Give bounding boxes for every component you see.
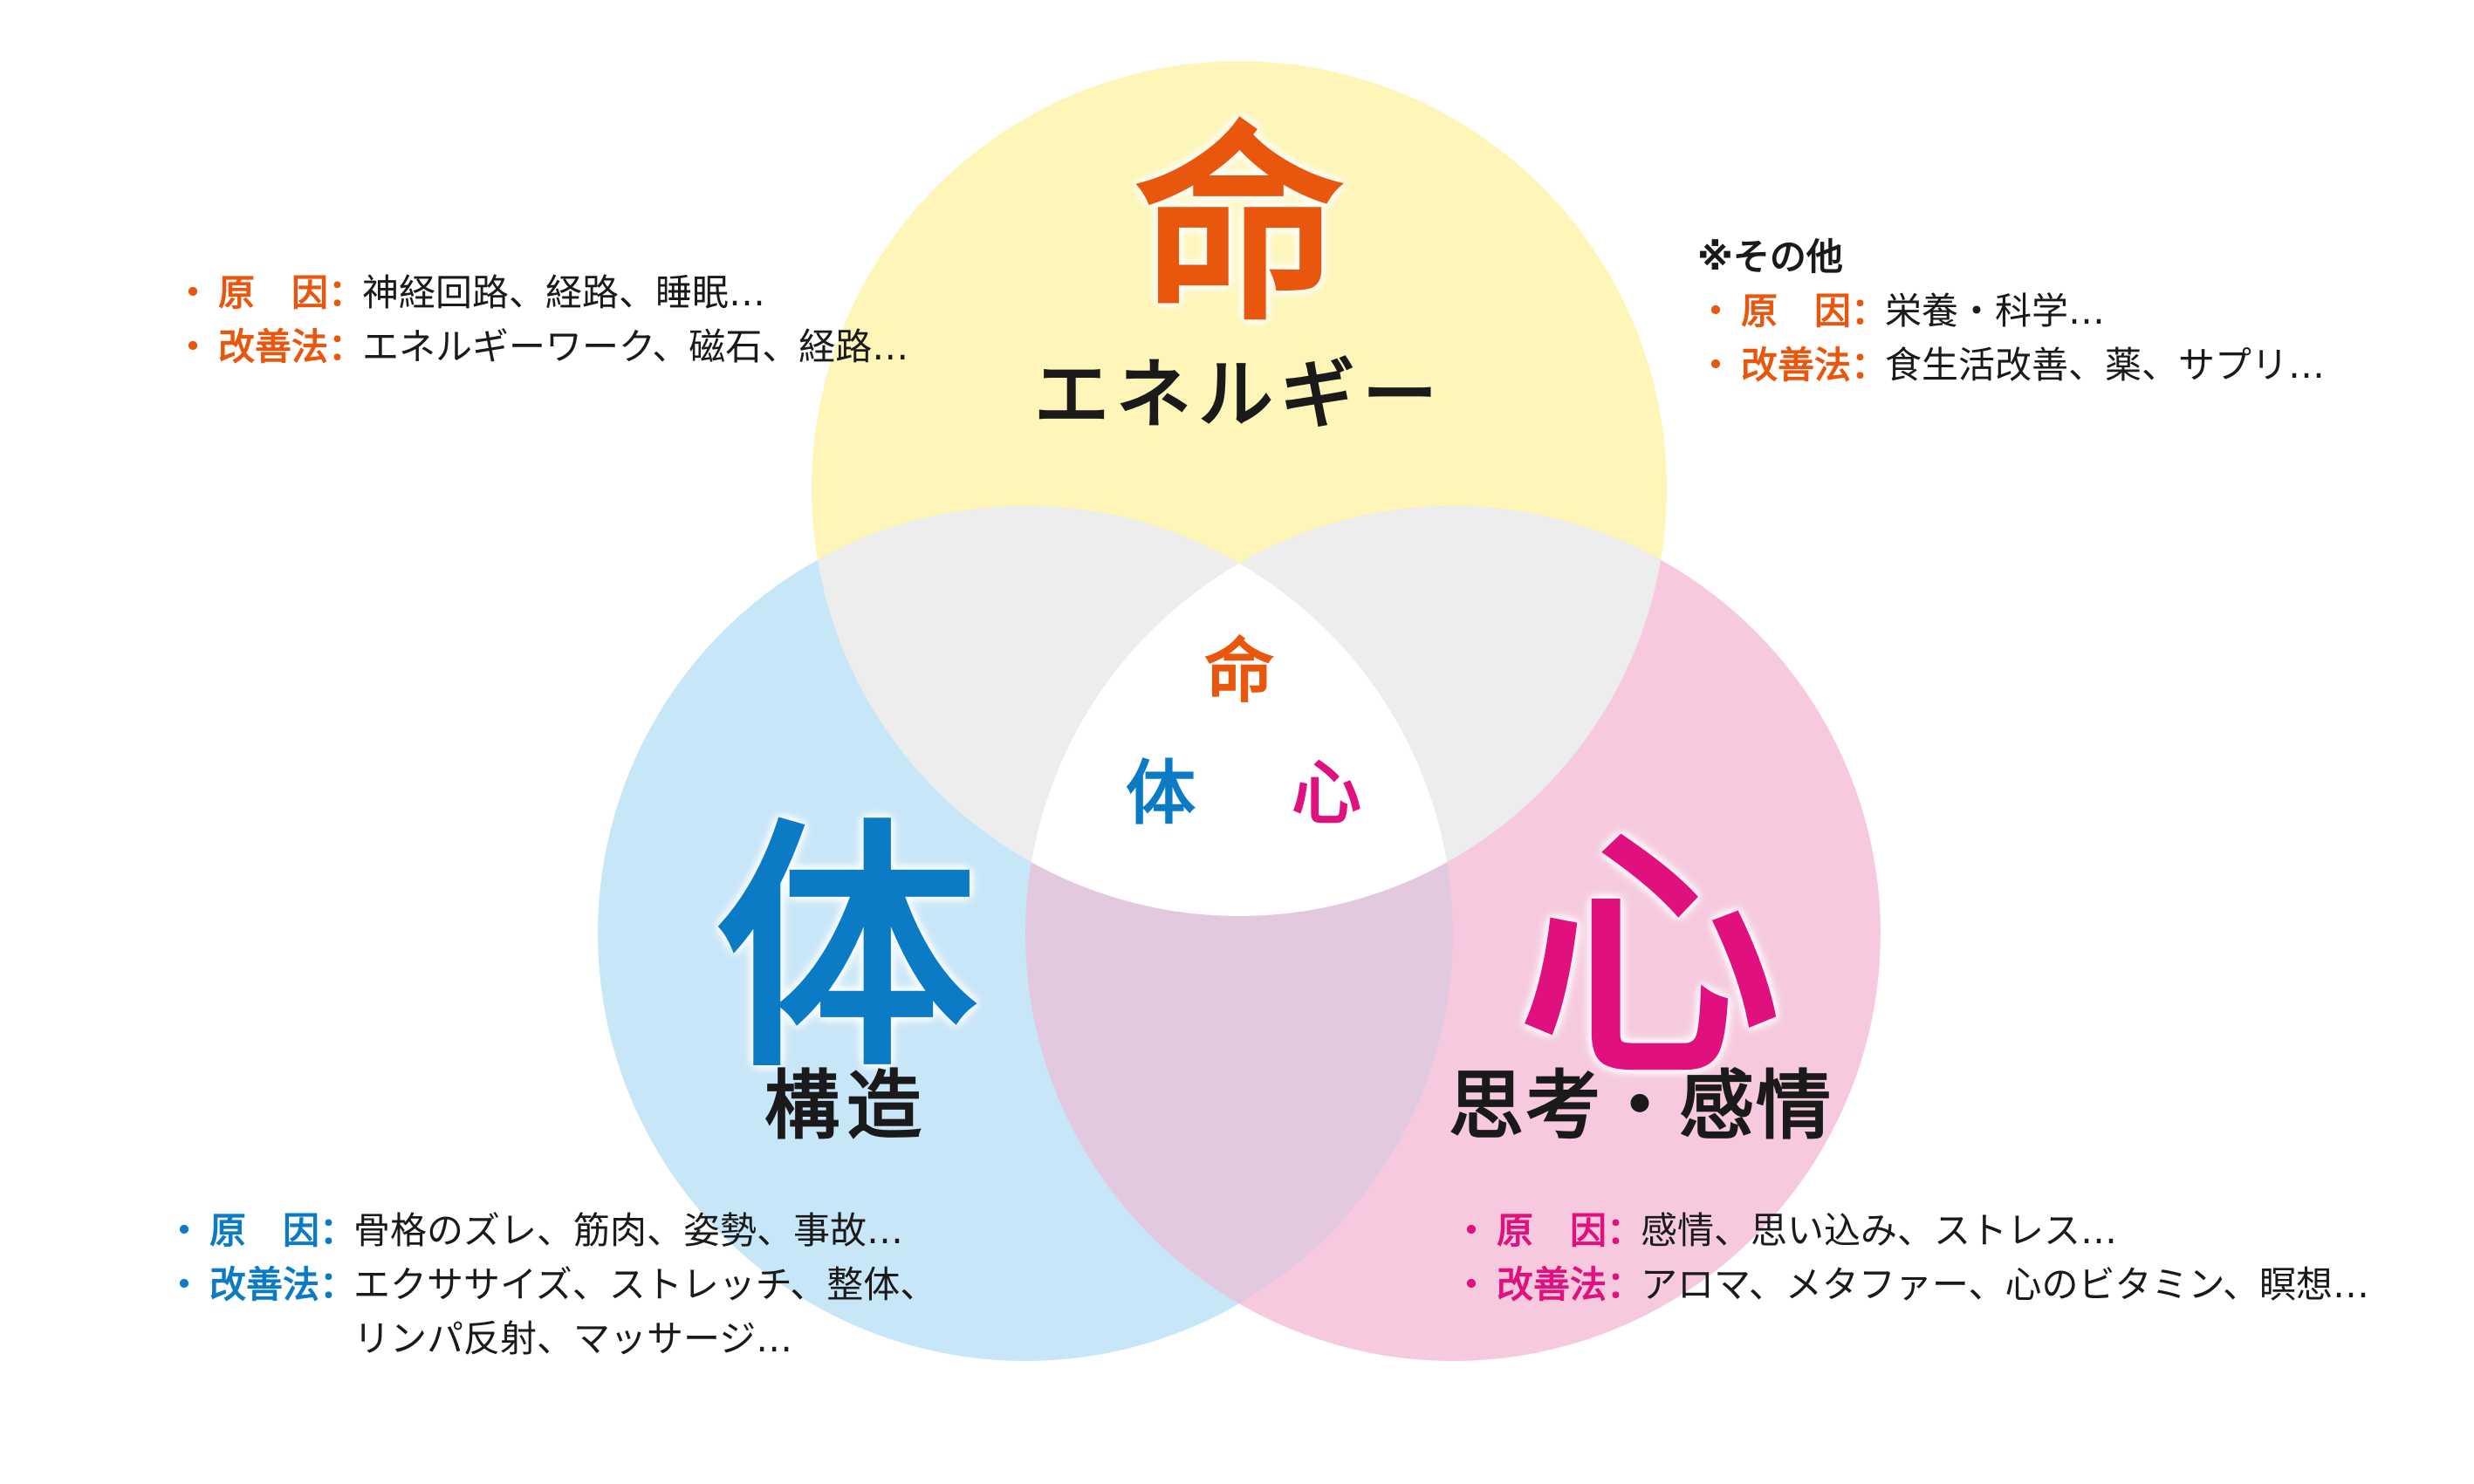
subheading-karada: 構造 (764, 1063, 929, 1150)
note-other: ※その他 ・原 因： 栄養・科学… ・改善法： 食生活改善、薬、サプリ… (1697, 230, 2325, 393)
note-kokoro: ・原 因： 感情、思い込み、ストレス… ・改善法： アロマ、メタファー、心のビタ… (1453, 1204, 2369, 1312)
note-karada-cause: 骨格のズレ、筋肉、姿勢、事故… (353, 1209, 904, 1252)
note-inochi-cause: 神経回路、経路、睡眠… (362, 271, 766, 314)
note-karada-cause-label: ・原 因： (166, 1209, 357, 1252)
note-inochi-method-label: ・改善法： (175, 325, 366, 368)
note-inochi-cause-label: ・原 因： (175, 271, 366, 314)
note-karada-method: エクササイズ、ストレッチ、整体、 (353, 1263, 937, 1306)
note-karada: ・原 因： 骨格のズレ、筋肉、姿勢、事故… ・改善法： エクササイズ、ストレッチ… (166, 1204, 936, 1366)
note-kokoro-cause-label: ・原 因： (1453, 1209, 1644, 1252)
subheading-kokoro: 思考・感情 (1449, 1063, 1833, 1150)
note-inochi-cause-row: ・原 因： 神経回路、経路、睡眠… (175, 266, 908, 320)
note-other-cause-row: ・原 因： 栄養・科学… (1697, 284, 2325, 339)
subheading-inochi: エネルギー (1034, 352, 1444, 439)
center-label-inochi: 命 (1204, 631, 1274, 712)
note-inochi-method-row: ・改善法： エネルギーワーク、磁石、経路… (175, 320, 908, 374)
note-karada-cause-row: ・原 因： 骨格のズレ、筋肉、姿勢、事故… (166, 1204, 936, 1258)
note-other-method-label: ・改善法： (1697, 344, 1888, 386)
note-kokoro-cause: 感情、思い込み、ストレス… (1641, 1209, 2118, 1252)
note-other-method: 食生活改善、薬、サプリ… (1885, 344, 2326, 386)
heading-karada: 体 (716, 798, 977, 1103)
note-inochi: ・原 因： 神経回路、経路、睡眠… ・改善法： エネルギーワーク、磁石、経路… (175, 266, 908, 374)
note-karada-method-label: ・改善法： (166, 1263, 357, 1306)
note-other-cause: 栄養・科学… (1885, 290, 2106, 332)
center-label-karada: 体 (1126, 753, 1196, 834)
note-other-heading: ※その他 (1697, 236, 1843, 278)
heading-kokoro: 心 (1518, 807, 1780, 1111)
note-kokoro-cause-row: ・原 因： 感情、思い込み、ストレス… (1453, 1204, 2369, 1258)
note-inochi-method: エネルギーワーク、磁石、経路… (362, 325, 909, 368)
note-kokoro-method: アロマ、メタファー、心のビタミン、瞑想… (1641, 1263, 2369, 1306)
heading-inochi: 命 (1134, 105, 1344, 349)
note-kokoro-method-row: ・改善法： アロマ、メタファー、心のビタミン、瞑想… (1453, 1258, 2369, 1312)
note-kokoro-method-label: ・改善法： (1453, 1263, 1644, 1306)
note-other-method-row: ・改善法： 食生活改善、薬、サプリ… (1697, 339, 2325, 393)
overlap-center (1025, 506, 1453, 916)
note-karada-method-row: ・改善法： エクササイズ、ストレッチ、整体、 (166, 1258, 936, 1312)
note-other-cause-label: ・原 因： (1697, 290, 1888, 332)
note-karada-method-continued: リンパ反射、マッサージ… (353, 1317, 793, 1360)
center-label-kokoro: 心 (1292, 753, 1361, 834)
